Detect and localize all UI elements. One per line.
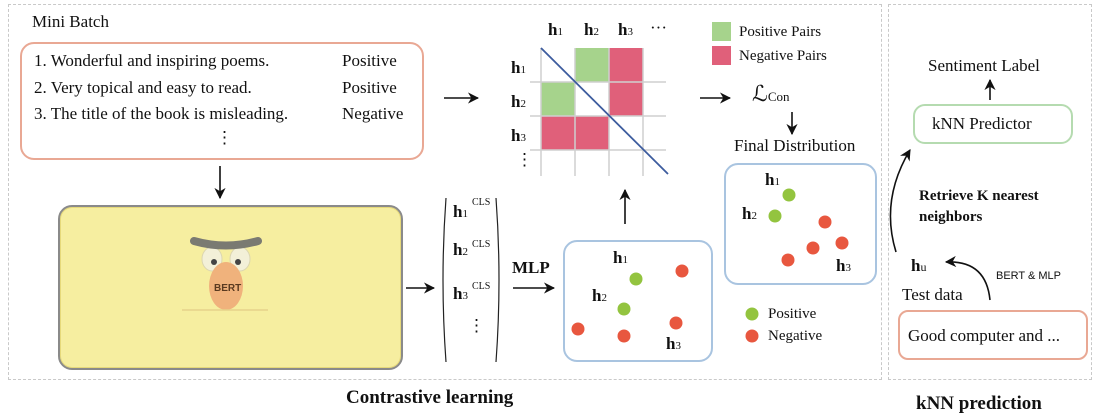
mlp-output-box (563, 240, 713, 362)
cls-h3: h3 (453, 284, 468, 303)
legend-positive-pairs-label: Positive Pairs (739, 24, 822, 40)
matrix-cell-h1-h3 (609, 48, 643, 82)
mlp-point-negative-2 (571, 322, 585, 336)
sentence-2: 2. Very topical and easy to read. (34, 78, 252, 97)
knn-region (888, 4, 1092, 380)
mlp-point-positive-1 (629, 272, 643, 286)
legend-negative-dot (745, 329, 759, 343)
sentence-1-label: Positive (342, 51, 397, 70)
matrix-row-h1: h1 (511, 58, 526, 77)
cls-sup-3: CLS (472, 281, 491, 292)
test-input-text: Good computer and ... (908, 326, 1061, 345)
bert-mlp-label: BERT & MLP (996, 270, 1062, 282)
retrieve-label-line1: Retrieve K nearest (919, 188, 1039, 204)
hu-label: hu (911, 256, 927, 275)
retrieve-label-line2: neighbors (919, 209, 983, 225)
mlp-point-negative-4 (669, 316, 683, 330)
bert-text: BERT (214, 283, 242, 294)
matrix-row-h2: h2 (511, 92, 526, 111)
mlp-h2-label: h2 (592, 286, 607, 305)
mlp-point-negative-1 (675, 264, 689, 278)
matrix-cell-h3-h2 (575, 116, 609, 150)
final-point-positive-1 (782, 188, 796, 202)
legend-positive-dot (745, 307, 759, 321)
mlp-point-negative-3 (617, 329, 631, 343)
mini-batch-title: Mini Batch (32, 12, 109, 31)
final-point-negative-4 (781, 253, 795, 267)
final-distribution-label: Final Distribution (734, 136, 856, 155)
knn-predictor-box (913, 104, 1073, 144)
final-point-negative-3 (835, 236, 849, 250)
sentence-1: 1. Wonderful and inspiring poems. (34, 51, 270, 70)
legend-positive-pairs-swatch (712, 22, 731, 41)
knn-section-title: kNN prediction (916, 393, 1042, 414)
legend-positive-label: Positive (768, 306, 817, 322)
matrix-diagonal (540, 47, 669, 175)
knn-predictor-label: kNN Predictor (932, 114, 1032, 133)
sentence-3-label: Negative (342, 104, 404, 123)
arrow-hu-to-predictor (889, 149, 911, 253)
matrix-col-h3: h3 (618, 20, 633, 39)
test-data-label: Test data (902, 285, 963, 304)
final-h1-label: h1 (765, 170, 780, 189)
legend-negative-pairs-swatch (712, 46, 731, 65)
contrastive-region (8, 4, 882, 380)
mlp-label: MLP (512, 258, 550, 277)
matrix-row-h3: h3 (511, 126, 526, 145)
contrastive-section-title: Contrastive learning (346, 387, 514, 408)
mlp-h3-label: h3 (666, 334, 681, 353)
loss-symbol: ℒCon (752, 81, 790, 106)
sentences-ellipsis: ⋮ (216, 128, 233, 147)
matrix-cell-h2-h3 (609, 82, 643, 116)
cls-vector (440, 196, 502, 364)
sentiment-label: Sentiment Label (928, 56, 1040, 75)
cls-ellipsis: ⋮ (468, 316, 485, 335)
final-point-negative-2 (806, 241, 820, 255)
matrix-col-ellipsis: ··· (650, 18, 667, 37)
mini-batch-box (20, 42, 424, 160)
final-distribution-box (724, 163, 877, 285)
mlp-h1-label: h1 (613, 248, 628, 267)
final-h2-label: h2 (742, 204, 757, 223)
arrow-test-to-hu (944, 255, 991, 301)
cls-sup-1: CLS (472, 197, 491, 208)
final-point-positive-2 (768, 209, 782, 223)
cls-sup-2: CLS (472, 239, 491, 250)
sentence-2-label: Positive (342, 78, 397, 97)
legend-negative-pairs-label: Negative Pairs (739, 48, 827, 64)
mlp-point-positive-2 (617, 302, 631, 316)
cls-h1: h1 (453, 202, 468, 221)
final-h3-label: h3 (836, 256, 851, 275)
test-input-box (898, 310, 1088, 360)
sentence-3: 3. The title of the book is misleading. (34, 104, 289, 123)
matrix-cell-h3-h1 (541, 116, 575, 150)
cls-h2: h2 (453, 240, 468, 259)
matrix-row-ellipsis: ⋮ (516, 150, 533, 169)
matrix-col-h2: h2 (584, 20, 599, 39)
matrix-col-h1: h1 (548, 20, 563, 39)
matrix-cell-h1-h2 (575, 48, 609, 82)
final-point-negative-1 (818, 215, 832, 229)
legend-negative-label: Negative (768, 328, 823, 344)
matrix-cell-h2-h1 (541, 82, 575, 116)
